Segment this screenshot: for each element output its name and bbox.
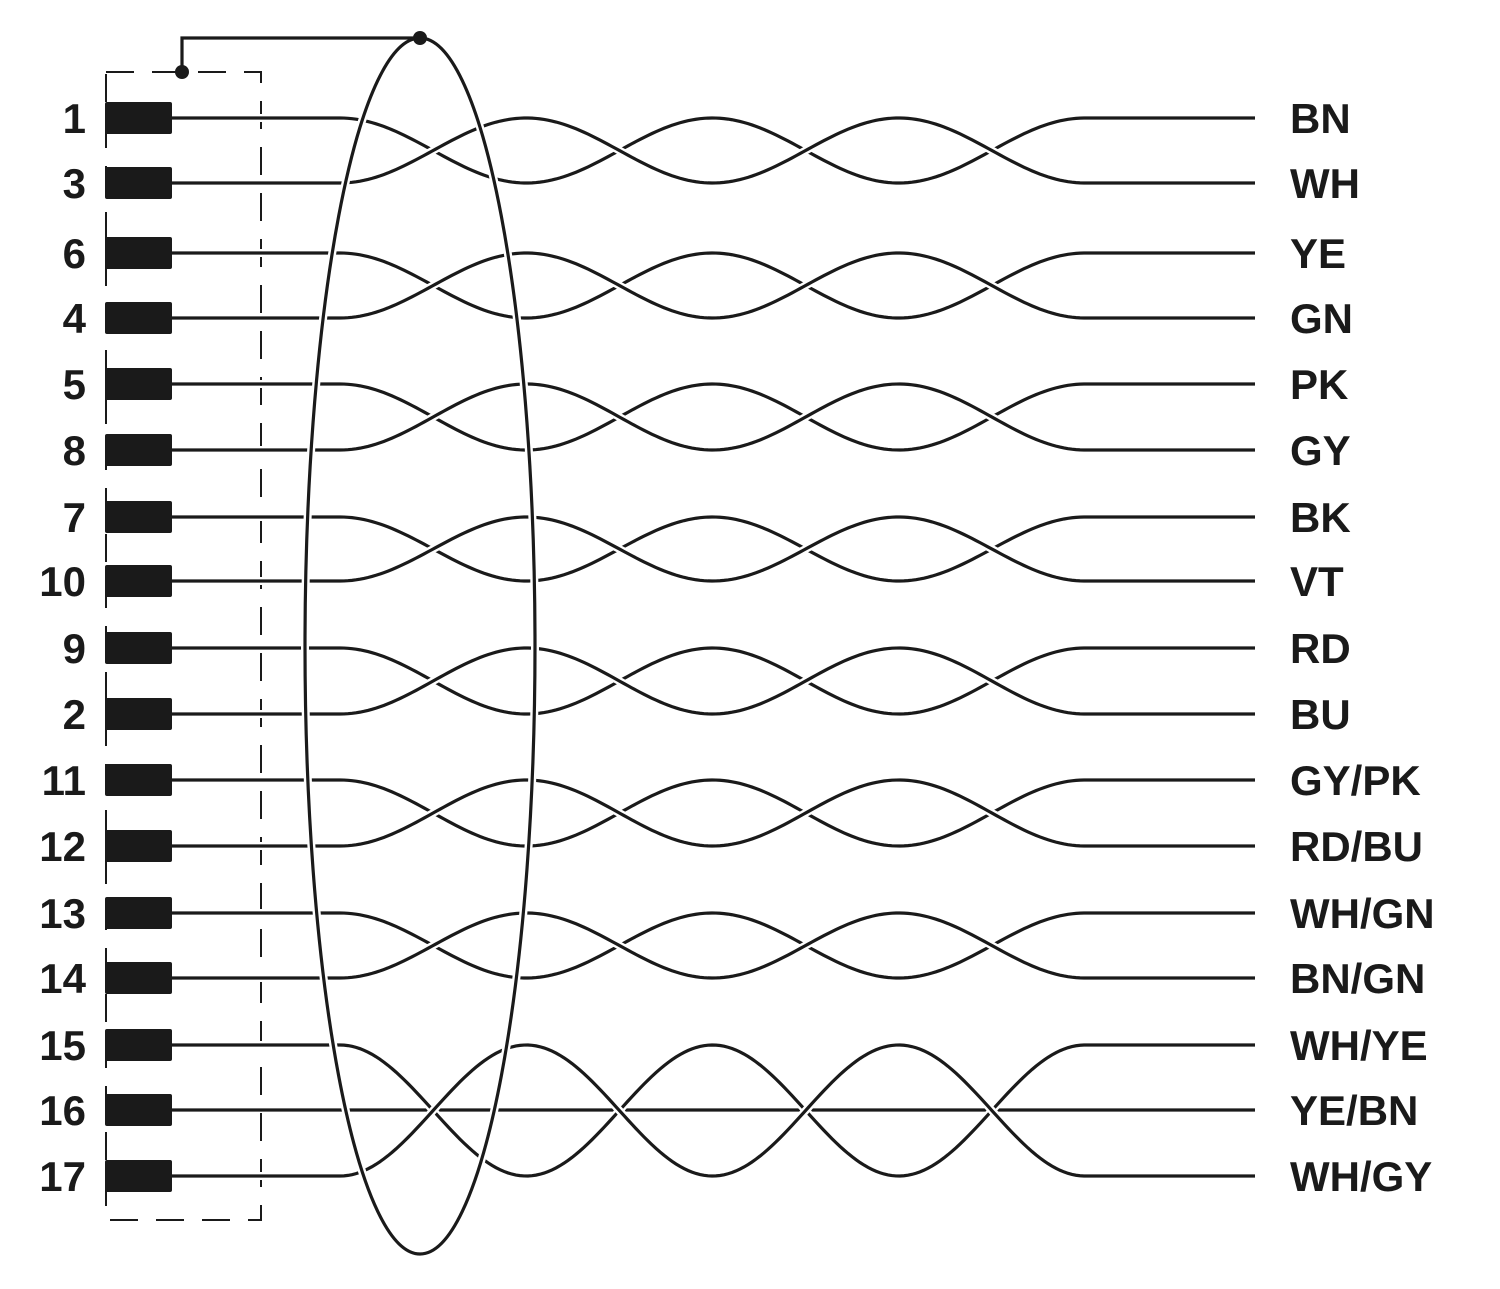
wire-color-label: WH/GN <box>1290 890 1435 937</box>
housing-ground-dot <box>175 65 189 79</box>
pin-number: 5 <box>63 361 86 408</box>
conductors <box>172 113 1256 1181</box>
pin-number: 7 <box>63 494 86 541</box>
wire-bk <box>172 515 1255 583</box>
pin-number: 2 <box>63 691 86 738</box>
wire-rd-bu <box>172 778 1255 848</box>
wire-halo <box>172 380 1255 455</box>
wire-color-label: WH/YE <box>1290 1022 1428 1069</box>
wire-wh-gn <box>172 911 1255 980</box>
pin-contact <box>105 830 172 862</box>
pin-number: 9 <box>63 625 86 672</box>
wire-halo <box>172 513 1255 586</box>
wire-halo <box>172 379 1255 454</box>
pin-contact <box>105 764 172 796</box>
wire-color-label: PK <box>1290 361 1348 408</box>
wire-halo <box>172 775 1255 850</box>
wire-wh-ye <box>172 1043 1256 1178</box>
shield-junction-dot <box>413 31 427 45</box>
wire-bn-gn <box>172 911 1255 980</box>
wire-wh-gy <box>172 1043 1256 1178</box>
wire-halo <box>172 776 1255 851</box>
labels: 1 BN 3 WH 6 YE 4 GN 5 PK 8 GY 7 BK 10 VT 9 RD 2 BU 11 GY/PK 12… <box>39 95 1434 1200</box>
pin-number: 3 <box>63 160 86 207</box>
wire-pk <box>172 382 1255 452</box>
pin-contact <box>105 632 172 664</box>
pin-contact <box>105 237 172 269</box>
pin-contact <box>105 1094 172 1126</box>
connector-housing <box>105 71 262 1221</box>
pin-contact <box>105 698 172 730</box>
shield-drain-wire <box>180 36 420 72</box>
wire-color-label: GY/PK <box>1290 757 1421 804</box>
wire-wh <box>172 116 1255 185</box>
wire-color-label: WH <box>1290 160 1360 207</box>
pin-number: 13 <box>39 890 86 937</box>
wire-color-label: WH/GY <box>1290 1153 1432 1200</box>
wire-halo <box>172 643 1255 718</box>
pin-number: 12 <box>39 823 86 870</box>
pin-contact <box>105 897 172 929</box>
wire-gy-pk <box>172 778 1255 848</box>
wire-color-label: GY <box>1290 427 1351 474</box>
pin-number: 17 <box>39 1153 86 1200</box>
wire-halo <box>172 908 1255 982</box>
wire-color-label: YE/BN <box>1290 1087 1418 1134</box>
wire-color-label: GN <box>1290 295 1353 342</box>
wire-color-label: BN <box>1290 95 1351 142</box>
pin-contact <box>105 1160 172 1192</box>
wire-ye <box>172 251 1255 320</box>
pin-contact <box>105 501 172 533</box>
pin-contact <box>105 434 172 466</box>
pin-contact <box>105 102 172 134</box>
pin-number: 6 <box>63 230 86 277</box>
pin-number: 11 <box>42 757 86 804</box>
pin-number: 10 <box>39 558 86 605</box>
pin-contact <box>105 1029 172 1061</box>
pin-number: 14 <box>39 955 86 1002</box>
wire-color-label: RD <box>1290 625 1351 672</box>
wire-color-label: BK <box>1290 494 1351 541</box>
wire-vt <box>172 515 1255 583</box>
wire-color-label: VT <box>1290 558 1344 605</box>
pin-contact <box>105 962 172 994</box>
wire-bn <box>172 116 1255 185</box>
wire-rd <box>172 646 1255 716</box>
pin-number: 8 <box>63 427 86 474</box>
wire-halo <box>172 909 1255 983</box>
cable-shield <box>175 31 539 1258</box>
pin-contact <box>105 565 172 597</box>
wire-color-label: BN/GN <box>1290 955 1425 1002</box>
wire-color-label: YE <box>1290 230 1346 277</box>
wire-gn <box>172 251 1255 320</box>
pin-number: 16 <box>39 1087 86 1134</box>
pin-contact <box>105 302 172 334</box>
pin-number: 1 <box>63 95 86 142</box>
wire-halo <box>172 114 1255 188</box>
pin-contact <box>105 167 172 199</box>
wire-bu <box>172 646 1255 716</box>
wire-color-label: RD/BU <box>1290 823 1423 870</box>
wire-color-label: BU <box>1290 691 1351 738</box>
wire-halo <box>172 644 1255 719</box>
pin-contact <box>105 368 172 400</box>
wire-gy <box>172 382 1255 452</box>
pin-number: 15 <box>39 1022 86 1069</box>
wire-halo <box>172 113 1255 187</box>
pin-number: 4 <box>63 295 87 342</box>
wire-halo <box>172 512 1255 585</box>
